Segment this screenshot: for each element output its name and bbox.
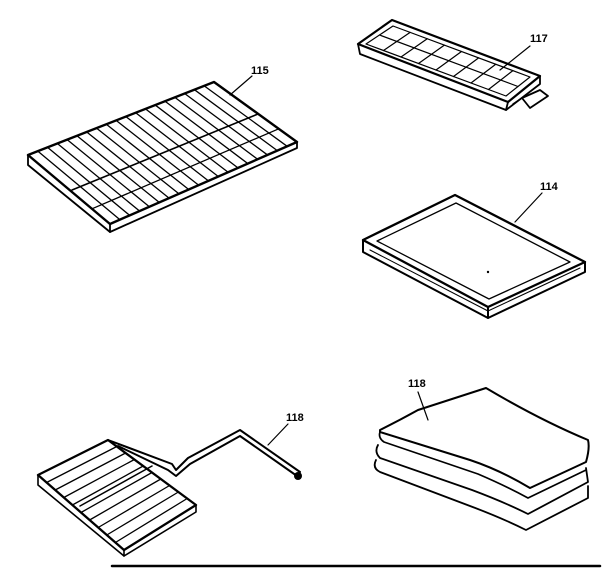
part-115-wire-shelf (26, 75, 299, 233)
part-114-drip-pan (361, 192, 587, 319)
part-118-oven-rack (36, 423, 302, 557)
label-117: 117 (530, 33, 548, 45)
part-117-ice-tray (356, 18, 549, 111)
label-118-liners: 118 (408, 378, 426, 390)
label-114: 114 (540, 181, 559, 193)
label-115: 115 (251, 65, 269, 77)
handle-knob (294, 472, 302, 480)
part-118-liners (373, 387, 590, 531)
label-118-rack: 118 (286, 412, 304, 424)
